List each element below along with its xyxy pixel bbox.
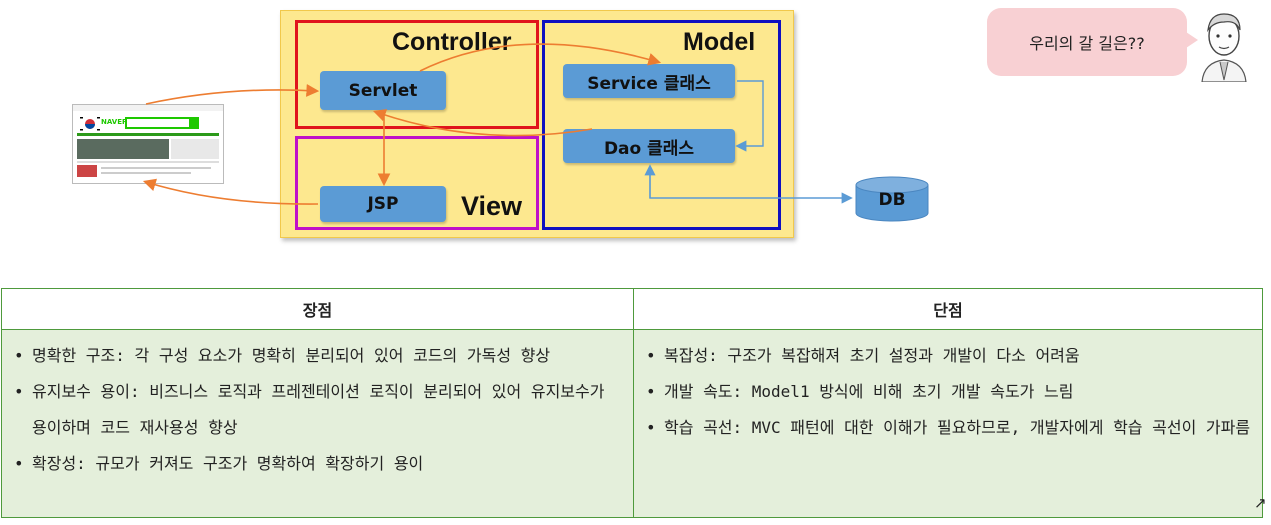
korean-flag-icon [79, 115, 101, 133]
browser-thumbnail: NAVER [72, 104, 224, 184]
dao-class-node: Dao 클래스 [563, 129, 735, 163]
arrow-dao-to-servlet [372, 109, 593, 137]
arrow-dao-db [649, 168, 853, 204]
diagram-arrows [142, 43, 853, 205]
arrow-service-to-dao [735, 80, 764, 152]
pros-item: 유지보수 용이: 비즈니스 로직과 프레젠테이션 로직이 분리되어 있어 유지보… [12, 374, 623, 446]
speech-bubble: 우리의 갈 길은?? [987, 8, 1187, 76]
cons-header: 단점 [633, 288, 1263, 330]
arrow-servlet-to-service [419, 43, 662, 72]
cons-item: 복잡성: 구조가 복잡해져 초기 설정과 개발이 다소 어려움 [644, 338, 1252, 374]
model-label: Model [683, 28, 756, 56]
db-label: DB [878, 190, 906, 210]
controller-zone [295, 20, 539, 129]
arrow-browser-to-servlet [145, 84, 320, 105]
pros-item: 확장성: 규모가 커져도 구조가 명확하여 확장하기 용이 [12, 446, 623, 482]
servlet-node: Servlet [320, 71, 446, 110]
cons-item: 개발 속도: Model1 방식에 비해 초기 개발 속도가 느림 [644, 374, 1252, 410]
pros-cons-table: 장점 단점 명확한 구조: 각 구성 요소가 명확히 분리되어 있어 코드의 가… [1, 288, 1263, 518]
service-class-node: Service 클래스 [563, 64, 735, 98]
cons-cell: 복잡성: 구조가 복잡해져 초기 설정과 개발이 다소 어려움 개발 속도: M… [633, 329, 1263, 518]
pros-cell: 명확한 구조: 각 구성 요소가 명확히 분리되어 있어 코드의 가독성 향상 … [1, 329, 634, 518]
cons-item: 학습 곡선: MVC 패턴에 대한 이해가 필요하므로, 개발자에게 학습 곡선… [644, 410, 1252, 446]
database-cylinder [855, 176, 929, 222]
jsp-node: JSP [320, 186, 446, 222]
arrow-jsp-to-browser [142, 178, 319, 205]
pros-item: 명확한 구조: 각 구성 요소가 명확히 분리되어 있어 코드의 가독성 향상 [12, 338, 623, 374]
controller-label: Controller [392, 28, 512, 56]
model-zone [542, 20, 781, 230]
person-avatar-icon [1201, 13, 1247, 82]
naver-logo: NAVER [101, 118, 128, 126]
corner-mark: ↗ [1254, 494, 1267, 512]
view-zone [295, 136, 539, 230]
speech-bubble-tail [1186, 32, 1198, 48]
view-label: View [461, 191, 523, 221]
pros-header: 장점 [1, 288, 634, 330]
